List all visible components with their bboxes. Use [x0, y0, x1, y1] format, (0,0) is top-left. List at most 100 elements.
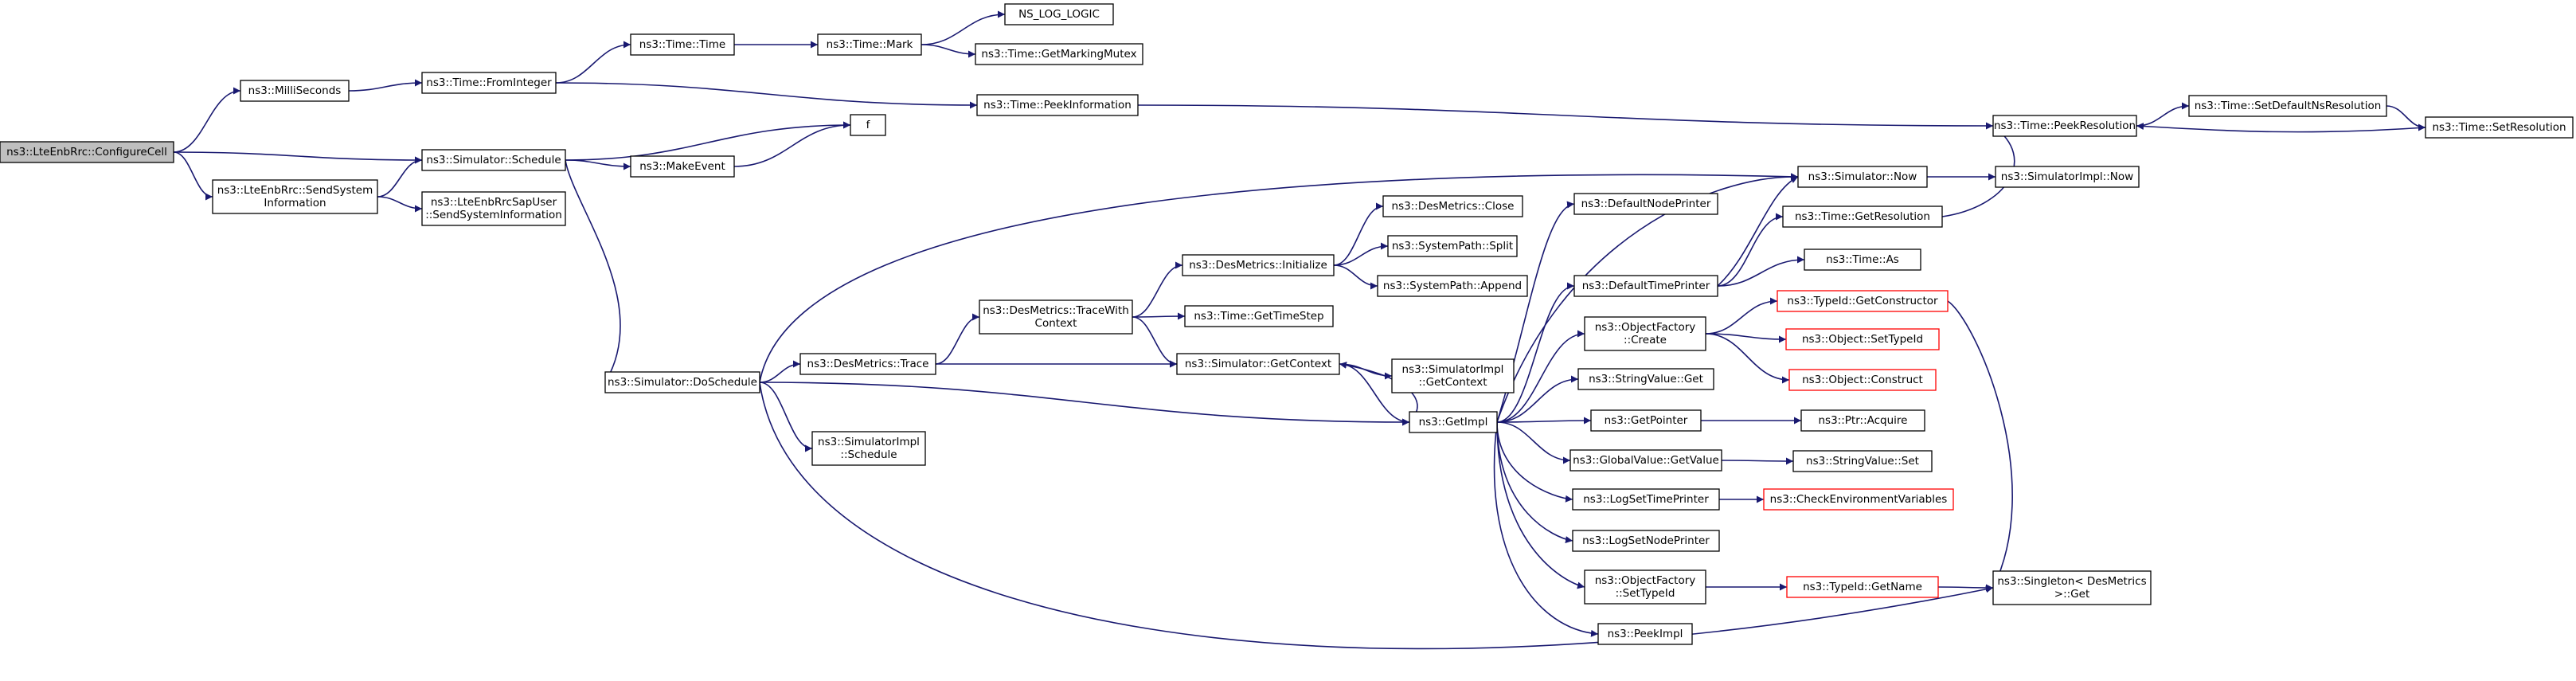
- function-node[interactable]: ns3::Time::GetMarkingMutex: [975, 43, 1143, 65]
- call-edge: [1132, 316, 1178, 368]
- node-box: [1792, 450, 1933, 472]
- function-node[interactable]: ns3::DesMetrics::Initialize: [1182, 254, 1335, 276]
- call-edge: [173, 151, 423, 164]
- node-box: [979, 299, 1133, 335]
- node-label: ns3::Time::GetTimeStep: [1194, 310, 1323, 323]
- function-node[interactable]: ns3::DefaultNodePrinter: [1573, 193, 1718, 215]
- call-edge-n14-to-n11: [377, 156, 423, 198]
- function-node[interactable]: ns3::Time::PeekInformation: [976, 94, 1139, 116]
- call-edge-n27-to-n49: [1493, 421, 1599, 637]
- function-node[interactable]: ns3::TypeId::GetConstructor: [1777, 290, 1949, 312]
- node-box: [1782, 205, 1943, 228]
- node-label: f: [866, 119, 871, 131]
- function-node[interactable]: ns3::Time::SetResolution: [2425, 116, 2574, 139]
- function-node[interactable]: ns3::Ptr::Acquire: [1800, 409, 1925, 432]
- call-edge-n19-to-n20: [1132, 261, 1183, 318]
- call-edge-n29-to-n30: [1717, 176, 1799, 287]
- call-edge: [1496, 330, 1585, 423]
- function-node[interactable]: ns3::GetImpl: [1409, 411, 1498, 433]
- call-edge-n16-to-n27: [759, 382, 1410, 426]
- call-edge-n20-to-n23: [1333, 264, 1378, 290]
- node-box: [1573, 275, 1718, 297]
- function-node[interactable]: ns3::Simulator::Now: [1797, 166, 1928, 188]
- function-node[interactable]: ns3::Object::SetTypeId: [1785, 328, 1940, 350]
- function-node[interactable]: NS_LOG_LOGIC: [1004, 3, 1114, 25]
- node-box: [212, 179, 378, 214]
- node-label: ns3::StringValue::Get: [1589, 373, 1703, 386]
- function-node[interactable]: ns3::MakeEvent: [630, 155, 735, 178]
- node-label: ns3::LogSetTimePrinter: [1583, 493, 1709, 506]
- call-edge: [1132, 261, 1183, 318]
- node-box: [0, 141, 174, 163]
- call-edge-n0-to-n14: [173, 151, 213, 201]
- node-label: ns3::SimulatorImpl: [1402, 363, 1504, 376]
- function-node[interactable]: ns3::ObjectFactory::SetTypeId: [1584, 569, 1706, 605]
- node-label: ns3::DesMetrics::Close: [1392, 200, 1515, 213]
- node-label: ns3::SimulatorImpl::Now: [2001, 170, 2133, 183]
- node-label: ns3::ObjectFactory: [1595, 321, 1696, 334]
- node-box: [1800, 409, 1925, 432]
- node-label: ns3::Simulator::Now: [1808, 170, 1917, 183]
- call-edge-n11-to-n16: [565, 159, 621, 383]
- function-node[interactable]: ns3::SystemPath::Append: [1377, 275, 1528, 297]
- node-label: ns3::Time::As: [1826, 253, 1899, 266]
- call-edge: [1333, 264, 1378, 290]
- function-node[interactable]: ns3::Time::SetDefaultNsResolution: [2188, 95, 2387, 117]
- node-label: ns3::Ptr::Acquire: [1819, 414, 1908, 427]
- function-node[interactable]: ns3::StringValue::Set: [1792, 450, 1933, 472]
- node-label: ns3::Simulator::DoSchedule: [608, 376, 757, 389]
- function-node[interactable]: ns3::Time::As: [1804, 249, 1921, 271]
- function-node[interactable]: ns3::PeekImpl: [1597, 623, 1693, 645]
- call-edge-n9-to-n10: [2386, 105, 2426, 131]
- node-label: ::Create: [1624, 334, 1667, 346]
- function-node[interactable]: ns3::Simulator::Schedule: [421, 149, 566, 171]
- function-node[interactable]: ns3::LogSetTimePrinter: [1572, 488, 1720, 511]
- function-node[interactable]: ns3::Object::Construct: [1788, 369, 1937, 391]
- function-node[interactable]: ns3::Time::GetResolution: [1782, 205, 1943, 228]
- call-edge-n16-to-n48: [759, 382, 1994, 650]
- function-node[interactable]: ns3::DesMetrics::Close: [1382, 195, 1523, 217]
- function-node[interactable]: ns3::LteEnbRrc::SendSystemInformation: [212, 179, 378, 214]
- function-node[interactable]: ns3::LteEnbRrcSapUser::SendSystemInforma…: [421, 191, 566, 226]
- call-edge-n41-to-n42: [1721, 457, 1794, 465]
- function-node[interactable]: ns3::SimulatorImpl::Schedule: [811, 431, 926, 466]
- call-edge: [1496, 375, 1579, 423]
- node-box: [2188, 95, 2387, 117]
- function-node[interactable]: ns3::Time::FromInteger: [421, 72, 557, 94]
- function-node[interactable]: ns3::DefaultTimePrinter: [1573, 275, 1718, 297]
- function-node[interactable]: ns3::Simulator::GetContext: [1176, 353, 1340, 375]
- call-edge-n2-to-n7: [555, 82, 978, 109]
- root-function-node[interactable]: ns3::LteEnbRrc::ConfigureCell: [0, 141, 174, 163]
- call-edge-n16-to-n18: [759, 382, 813, 452]
- call-edge-n11-to-n13: [565, 159, 631, 170]
- function-node[interactable]: ns3::TypeId::GetName: [1786, 576, 1939, 598]
- function-node[interactable]: ns3::StringValue::Get: [1577, 368, 1714, 390]
- function-node[interactable]: ns3::Time::Mark: [817, 33, 922, 56]
- function-node[interactable]: f: [850, 114, 886, 136]
- node-box: [975, 43, 1143, 65]
- function-node[interactable]: ns3::SimulatorImpl::Now: [1995, 166, 2140, 188]
- function-node[interactable]: ns3::Time::GetTimeStep: [1184, 305, 1334, 327]
- function-node[interactable]: ns3::CheckEnvironmentVariables: [1763, 488, 1954, 511]
- node-box: [1391, 358, 1515, 393]
- call-edge-n10-to-n8: [2136, 123, 2426, 133]
- function-node[interactable]: ns3::DesMetrics::Trace: [799, 353, 936, 375]
- node-label: ns3::Time::SetDefaultNsResolution: [2195, 100, 2382, 112]
- function-node[interactable]: ns3::GlobalValue::GetValue: [1569, 449, 1722, 472]
- call-edge-n34-to-n35: [1705, 297, 1778, 335]
- function-node[interactable]: ns3::MilliSeconds: [240, 80, 350, 102]
- node-label: ns3::PeekImpl: [1608, 628, 1683, 640]
- call-edge: [1705, 333, 1787, 343]
- node-label: ns3::MilliSeconds: [248, 84, 342, 97]
- function-node[interactable]: ns3::LogSetNodePrinter: [1572, 530, 1720, 552]
- function-node[interactable]: ns3::Simulator::DoSchedule: [604, 371, 760, 393]
- function-node[interactable]: ns3::Singleton< DesMetrics >::Get: [1992, 570, 2152, 605]
- function-node[interactable]: ns3::ObjectFactory::Create: [1584, 316, 1706, 351]
- function-node[interactable]: ns3::Time::Time: [630, 33, 735, 56]
- function-node[interactable]: ns3::GetPointer: [1590, 409, 1702, 432]
- node-label: ns3::Time::PeekInformation: [983, 99, 1132, 112]
- function-node[interactable]: ns3::Time::PeekResolution: [1992, 115, 2137, 137]
- function-node[interactable]: ns3::SimulatorImpl::GetContext: [1391, 358, 1515, 393]
- function-node[interactable]: ns3::SystemPath::Split: [1387, 235, 1518, 257]
